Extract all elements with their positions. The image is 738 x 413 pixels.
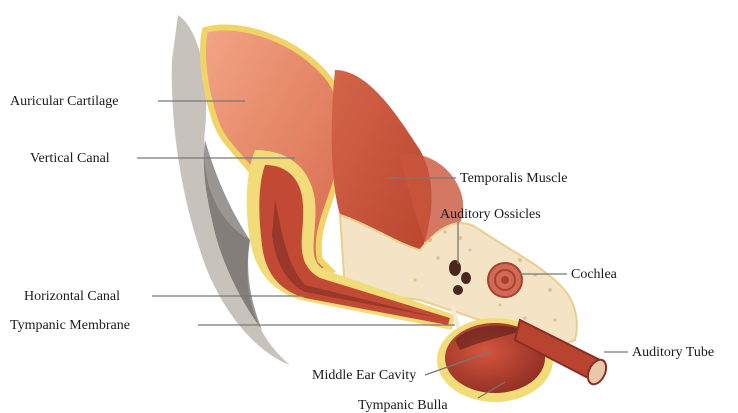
label-horizontal-canal: Horizontal Canal bbox=[24, 289, 120, 304]
cochlea-shape bbox=[488, 263, 522, 297]
label-temporalis-muscle: Temporalis Muscle bbox=[460, 171, 568, 186]
label-cochlea: Cochlea bbox=[571, 267, 618, 282]
label-middle-ear-cavity: Middle Ear Cavity bbox=[312, 368, 416, 383]
label-auditory-ossicles: Auditory Ossicles bbox=[440, 207, 541, 222]
label-tympanic-bulla: Tympanic Bulla bbox=[358, 398, 448, 413]
label-auditory-tube: Auditory Tube bbox=[632, 345, 714, 360]
label-tympanic-membrane: Tympanic Membrane bbox=[10, 318, 130, 333]
label-vertical-canal: Vertical Canal bbox=[30, 151, 110, 166]
label-auricular-cartilage: Auricular Cartilage bbox=[10, 94, 118, 109]
